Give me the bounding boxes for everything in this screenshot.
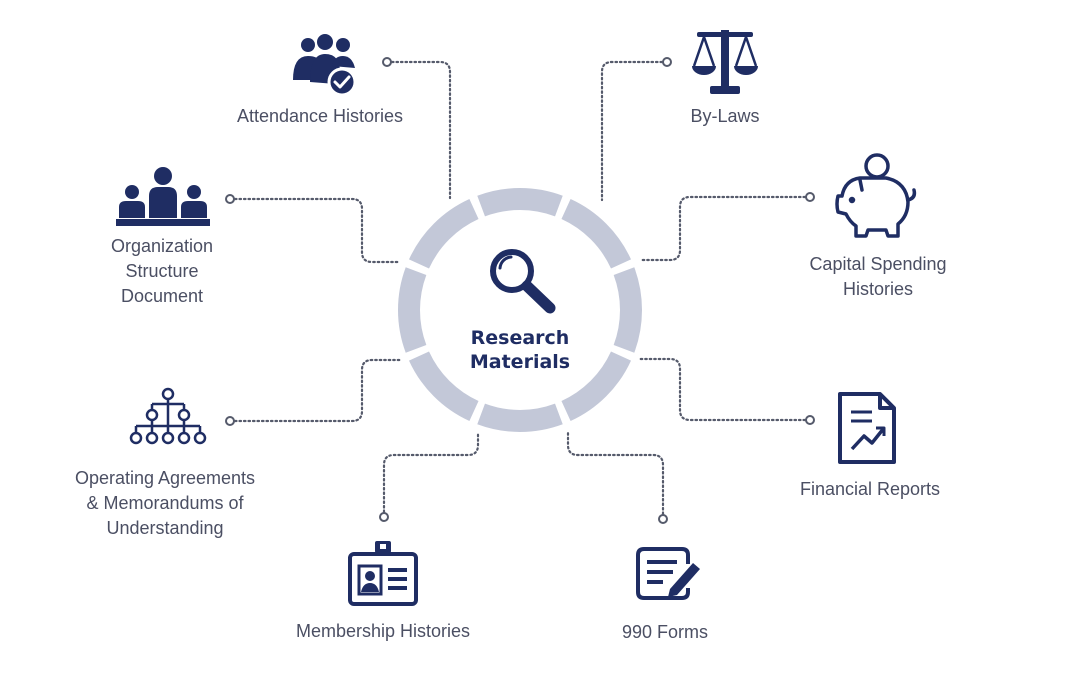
endpoint-membership xyxy=(379,512,389,522)
endpoint-financial xyxy=(805,415,815,425)
ring-segment xyxy=(477,188,563,217)
connector-financial xyxy=(638,357,807,422)
endpoint-operating xyxy=(225,416,235,426)
ring-segment xyxy=(477,403,563,432)
group-check-icon xyxy=(293,34,357,97)
team-icon xyxy=(116,167,210,226)
label-by-laws: By-Laws xyxy=(690,106,760,126)
endpoint-forms xyxy=(658,514,668,524)
ring xyxy=(397,188,642,432)
endpoint-attendance xyxy=(382,57,392,67)
connector-operating xyxy=(233,358,402,423)
ring-segment xyxy=(397,267,427,353)
connector-org xyxy=(233,197,402,264)
label-membership-histories: Membership Histories xyxy=(295,621,471,641)
label-organization-structure: Organization Structure Document xyxy=(110,236,214,306)
ring-segment xyxy=(561,351,632,422)
label-attendance-histories: Attendance Histories xyxy=(236,106,404,126)
ring-segment xyxy=(561,198,632,269)
org-chart-icon xyxy=(129,387,207,445)
ring-segment xyxy=(613,267,642,353)
endpoint-bylaws xyxy=(662,57,672,67)
center-title: Research Materials xyxy=(469,327,571,373)
endpoint-org xyxy=(225,194,235,204)
id-badge-icon xyxy=(348,541,418,606)
label-capital-spending: Capital Spending Histories xyxy=(809,254,947,299)
report-chart-icon xyxy=(838,392,896,464)
magnifier-icon xyxy=(490,249,556,314)
piggy-bank-icon xyxy=(835,153,917,238)
connectors xyxy=(233,60,807,516)
scales-icon xyxy=(692,30,758,94)
connector-attendance xyxy=(390,60,452,200)
connector-membership xyxy=(382,430,480,514)
connector-bylaws xyxy=(600,60,664,202)
ring-segment xyxy=(408,198,479,269)
ring-segment xyxy=(408,351,479,422)
connector-forms xyxy=(566,430,665,516)
label-990-forms: 990 Forms xyxy=(621,622,709,642)
label-financial-reports: Financial Reports xyxy=(799,479,941,499)
endpoint-capital xyxy=(805,192,815,202)
label-operating-agreements: Operating Agreements & Memorandums of Un… xyxy=(74,468,256,538)
connector-capital xyxy=(638,195,807,262)
connector-endpoints xyxy=(225,57,815,524)
form-edit-icon xyxy=(636,547,700,600)
